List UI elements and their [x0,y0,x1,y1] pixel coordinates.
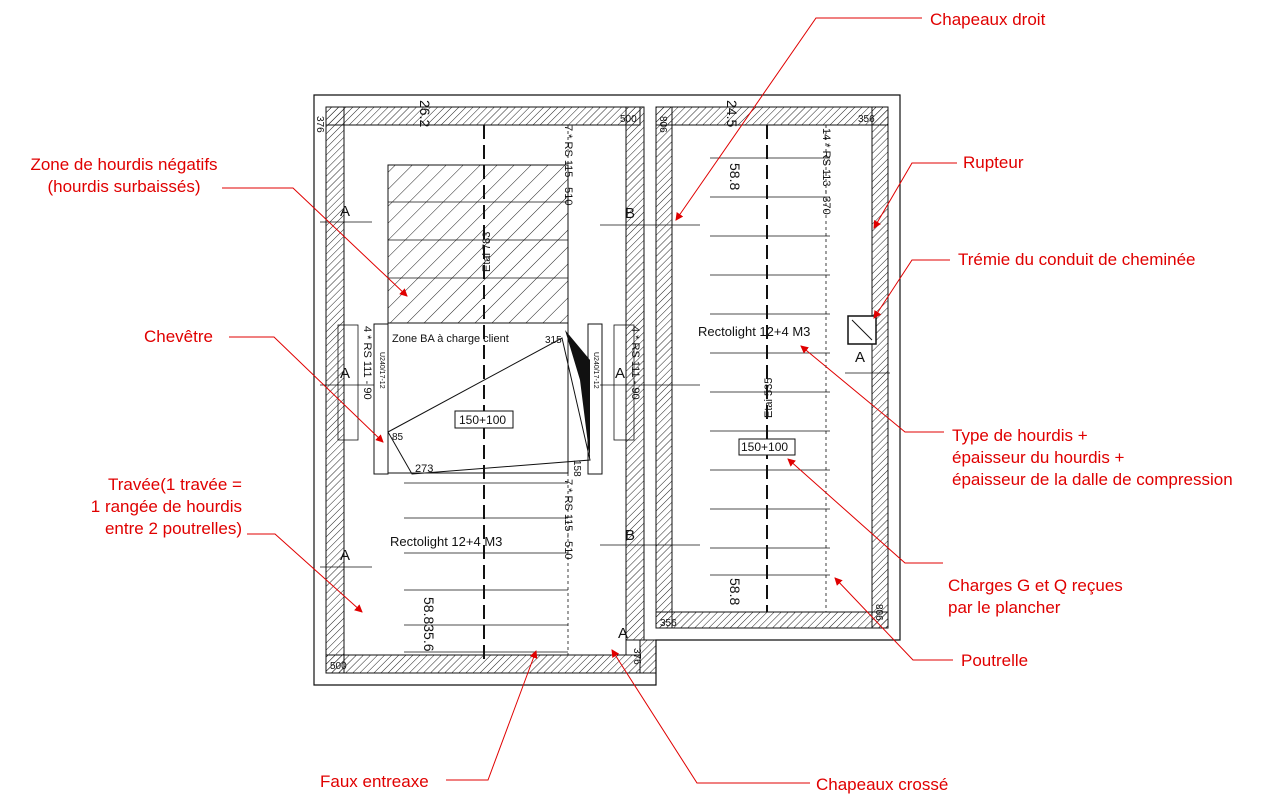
charge-right-label: 150+100 [741,440,788,454]
section-a-right-bottom: A [618,625,628,642]
dim-376-bottom: 376 [631,648,642,665]
etai-783: Etai 783 [481,232,493,272]
annotation-type-hourdis: Type de hourdis + épaisseur du hourdis +… [952,425,1233,491]
section-a-left-mid: A [340,365,350,382]
etai-535: Etai 535 [763,378,775,418]
annotation-charges-line2: par le plancher [948,598,1061,617]
dim-262: 26.2 [417,100,433,127]
annotation-charges-line1: Charges G et Q reçues [948,576,1123,595]
rs-right: 14 * RS 113 - 370 [820,128,832,215]
annotation-zone-hourdis-line1: Zone de hourdis négatifs [30,155,218,174]
dim-500-bottom: 500 [330,661,347,672]
section-b-bottom: B [625,527,635,544]
annotation-zone-hourdis: Zone de hourdis négatifs (hourdis surbai… [6,154,242,198]
dim-588-top: 58.8 [727,163,743,190]
dim-315: 315 [545,335,562,346]
rs-left-bottom: 7 * RS 115 - 510 [562,479,574,560]
rs-small-right: 4 * RS 111 - 90 [629,326,641,400]
annotation-rupteur: Rupteur [963,153,1024,172]
rs-small-left: 4 * RS 111 - 90 [361,326,373,400]
annotation-travee-line2: 1 rangée de hourdis [90,497,242,516]
section-a-chimney: A [855,349,865,366]
dim-806-bottom: 806 [873,604,884,621]
u240-left: U240/17-12 [378,352,385,389]
annotation-travee-line1: Travée(1 travée = [107,475,242,494]
annotation-leaders [222,17,957,784]
annotation-travee-line3: entre 2 poutrelles) [104,519,242,538]
annotation-chevetre: Chevêtre [144,327,213,346]
dim-245: 24.5 [724,100,740,127]
dim-273: 273 [415,463,433,475]
dim-85: 85 [392,432,404,443]
annotation-tremie: Trémie du conduit de cheminée [958,250,1196,269]
section-a-left-top: A [340,203,350,220]
annotation-type-hourdis-line1: Type de hourdis + [952,426,1088,445]
section-a-right-mid: A [615,365,625,382]
right-room-walls [655,106,889,629]
chevetre-zone [337,322,635,475]
dim-806-top: 806 [657,116,668,133]
dim-588-bottom: 58.8 [727,578,743,605]
annotation-charges: Charges G et Q reçues par le plancher [948,575,1123,619]
u240-right: U240/17-12 [592,352,599,389]
annotation-type-hourdis-line3: épaisseur de la dalle de compression [952,470,1233,489]
annotation-chapeaux-droit: Chapeaux droit [930,10,1046,29]
section-a-left-bottom: A [340,547,350,564]
dim-588356: 58.835.6 [421,597,437,652]
rectolight-left-label: Rectolight 12+4 M3 [390,534,502,549]
zone-ba-label: Zone BA à charge client [392,333,509,345]
plan-labels: Zone BA à charge client 150+100 150+100 … [314,100,884,672]
section-b-top: B [625,205,635,222]
dim-356-bottom: 356 [660,618,677,629]
annotation-travee: Travée(1 travée = 1 rangée de hourdis en… [40,474,242,540]
dim-500-top: 500 [620,114,637,125]
annotation-faux-entreaxe: Faux entreaxe [320,772,429,791]
charge-left-label: 150+100 [459,413,506,427]
dim-356-top: 356 [858,114,875,125]
rs-left-top: 7 * RS 115 - 510 [562,125,574,206]
dim-158: 158 [571,460,582,477]
negative-hourdis-zone [387,164,569,324]
annotation-zone-hourdis-line2: (hourdis surbaissés) [47,177,201,196]
annotation-poutrelle: Poutrelle [961,651,1029,670]
dim-376-top: 376 [314,116,325,133]
annotation-chapeaux-crosse: Chapeaux crossé [816,775,949,794]
rectolight-right-label: Rectolight 12+4 M3 [698,324,810,339]
annotation-type-hourdis-line2: épaisseur du hourdis + [952,448,1125,467]
